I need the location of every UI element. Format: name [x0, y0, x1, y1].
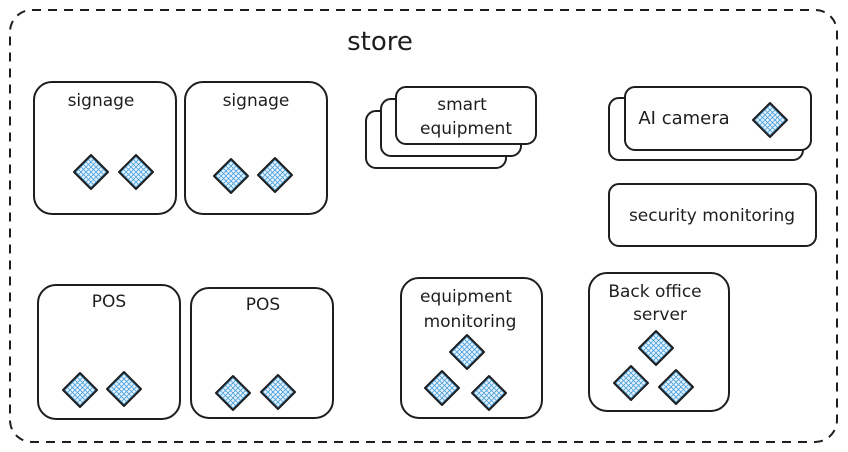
pos-2-label: POS [246, 295, 280, 315]
signage-node-1[interactable]: signage [33, 81, 177, 215]
pos-1-label: POS [92, 292, 126, 312]
back-office-server-label-line2: server [633, 305, 687, 325]
signage-2-label: signage [223, 91, 290, 111]
equipment-monitoring-node[interactable]: equipment monitoring [400, 277, 543, 419]
back-office-server-node[interactable]: Back office server [588, 272, 730, 412]
security-monitoring-node[interactable]: security monitoring [608, 183, 817, 247]
pos-node-2[interactable]: POS [190, 287, 334, 419]
smart-equipment-label-line1: smart [437, 95, 487, 115]
security-monitoring-label: security monitoring [629, 206, 795, 226]
equipment-monitoring-label-line2: monitoring [424, 312, 517, 332]
smart-equipment-node[interactable]: smart equipment [365, 86, 537, 169]
equipment-monitoring-label-line1: equipment [420, 287, 512, 307]
ai-camera-node[interactable]: AI camera [608, 86, 812, 161]
back-office-server-label-line1: Back office [608, 282, 701, 302]
store-label: store [347, 27, 413, 57]
smart-equipment-label-line2: equipment [420, 119, 512, 139]
ai-camera-label: AI camera [638, 108, 729, 129]
pos-node-1[interactable]: POS [37, 284, 181, 420]
signage-1-label: signage [68, 91, 135, 111]
store-container: store [9, 9, 838, 443]
signage-node-2[interactable]: signage [184, 81, 328, 215]
